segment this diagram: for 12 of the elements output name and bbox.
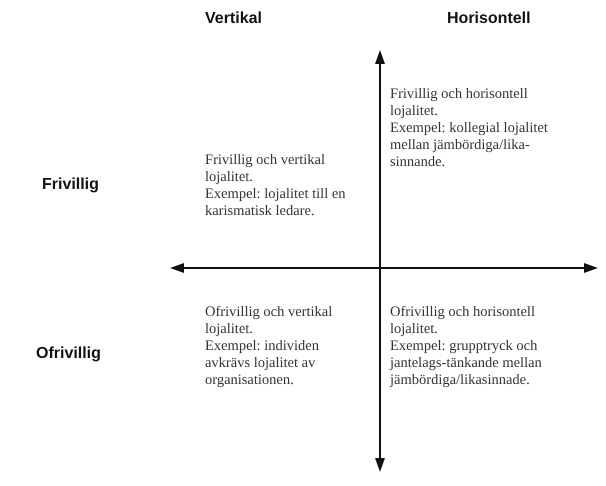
quadrant-example: Exempel: grupptryck och jantelags-tänkande mellan jämbördiga/likasinnade. [390, 338, 543, 389]
column-header: Vertikal [205, 10, 262, 28]
quadrant-example: Exempel: individen avkrävs lojalitet av organisationen. [205, 338, 320, 389]
quadrant-title: Ofrivillig och horisontell lojalitet. [390, 304, 536, 338]
quadrant-title: Frivillig och vertikal lojalitet. [205, 152, 326, 186]
quadrant-title: Frivillig och horisontell lojalitet. [390, 86, 529, 120]
row-header: Ofrivillig [36, 345, 101, 363]
row-header: Frivillig [42, 176, 99, 194]
quadrant-example: Exempel: lojalitet till en karismatisk ledare. [205, 186, 347, 220]
column-header: Horisontell [447, 10, 531, 28]
quadrant-title: Ofrivillig och vertikal lojalitet. [205, 304, 334, 338]
quadrant-example: Exempel: kollegial lojalitet mellan jämbördiga/lika-sinnande. [390, 120, 549, 171]
